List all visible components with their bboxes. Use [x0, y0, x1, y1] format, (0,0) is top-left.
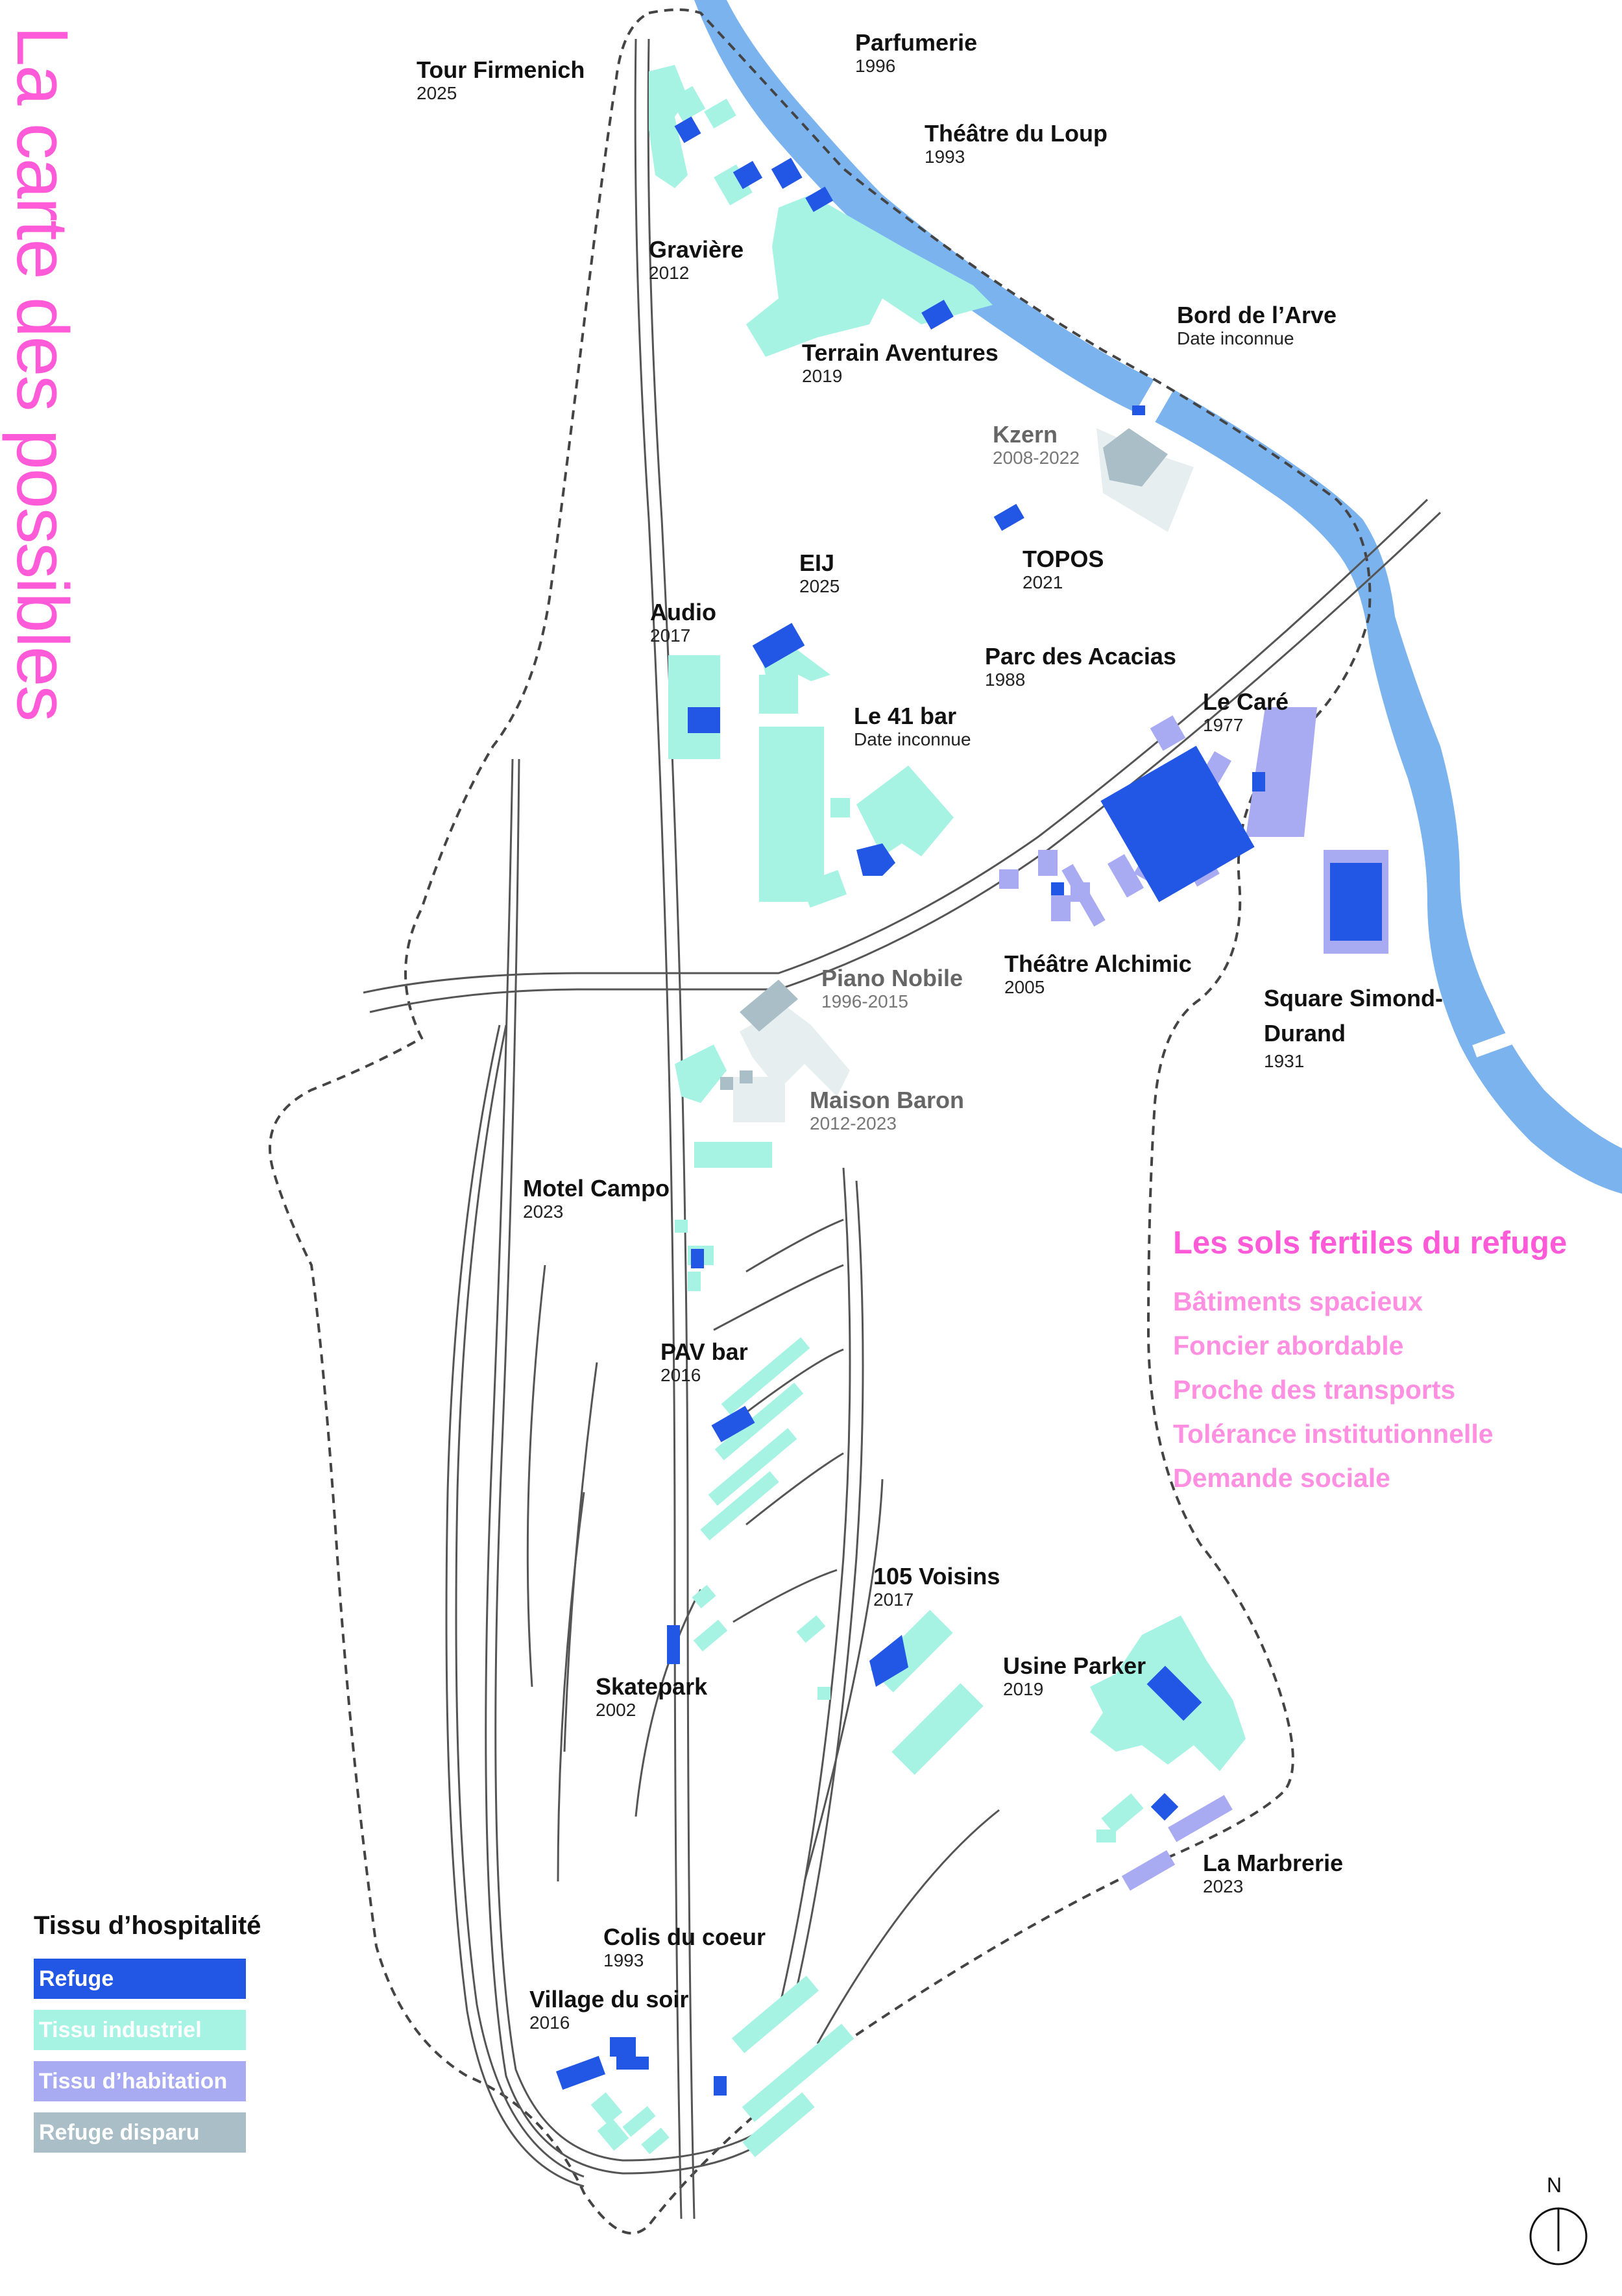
north-arrow-icon	[1529, 2207, 1588, 2266]
fertile-item: Proche des transports	[1173, 1375, 1456, 1405]
north-indicator: N	[1529, 2173, 1587, 2245]
rail-lines	[445, 38, 1000, 2219]
fertile-item: Foncier abordable	[1173, 1331, 1404, 1360]
legend: Tissu d’hospitalité Refuge Tissu industr…	[34, 1911, 261, 2164]
legend-item-industriel[interactable]: Tissu industriel	[34, 2010, 246, 2050]
fertile-soils-panel: Les sols fertiles du refuge Bâtiments sp…	[1173, 1224, 1567, 1500]
page-title: La carte des possibles	[2, 26, 83, 721]
vanished-refuge-tissue	[720, 428, 1194, 1122]
legend-item-disparu[interactable]: Refuge disparu	[34, 2112, 246, 2153]
fertile-soils-title: Les sols fertiles du refuge	[1173, 1226, 1568, 1261]
legend-item-refuge[interactable]: Refuge	[34, 1959, 246, 1999]
legend-title: Tissu d’hospitalité	[34, 1911, 261, 1940]
refuge-tissue	[555, 116, 1382, 2096]
fertile-item: Bâtiments spacieux	[1173, 1287, 1423, 1316]
fertile-item: Tolérance institutionnelle	[1173, 1419, 1494, 1449]
industrial-tissue	[590, 65, 1246, 2158]
river-arve	[694, 0, 1622, 1194]
roads	[363, 498, 1442, 1013]
legend-item-habitation[interactable]: Tissu d’habitation	[34, 2061, 246, 2101]
fertile-item: Demande sociale	[1173, 1463, 1390, 1493]
north-label: N	[1547, 2173, 1562, 2197]
